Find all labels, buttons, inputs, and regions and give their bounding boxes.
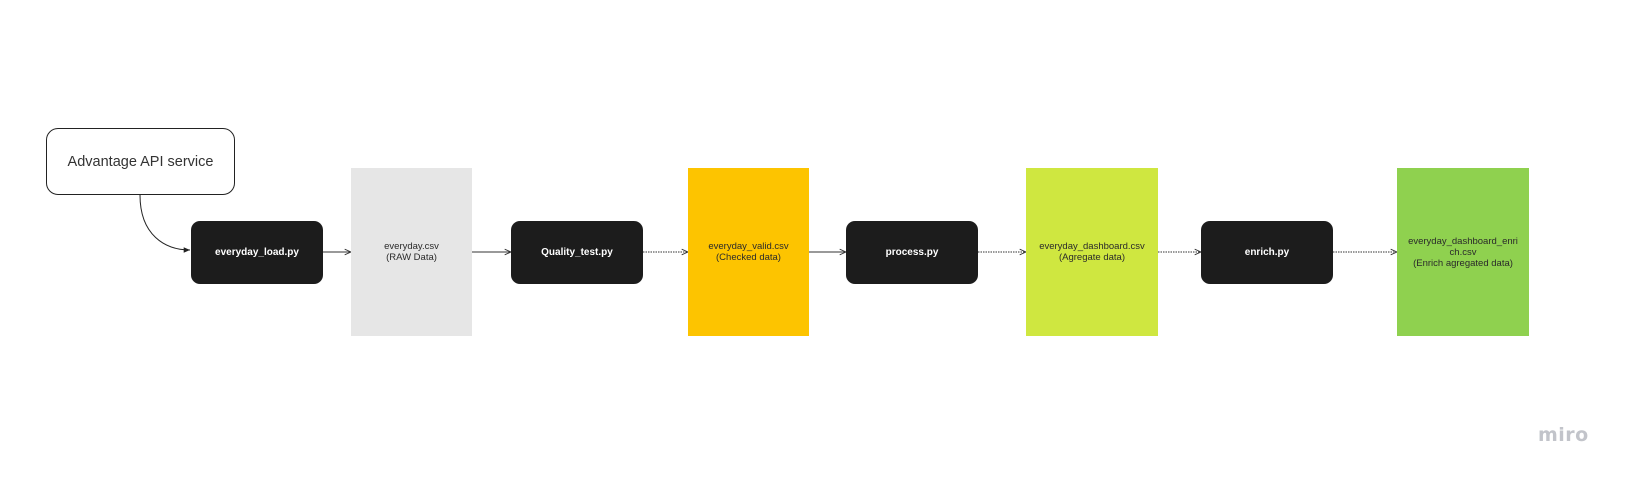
file-description: (RAW Data) [386, 252, 437, 263]
file-description: (Checked data) [716, 252, 781, 263]
file-name: everyday_valid.csv [708, 241, 789, 252]
script-node-enrich[interactable]: enrich.py [1201, 221, 1333, 284]
file-node-raw[interactable]: everyday.csv (RAW Data) [351, 168, 472, 336]
api-service-label: Advantage API service [67, 153, 214, 170]
file-name: everyday_dashboard.csv [1039, 241, 1145, 252]
script-node-everyday-load[interactable]: everyday_load.py [191, 221, 323, 284]
script-label: everyday_load.py [215, 247, 299, 258]
file-description: (Enrich agregated data) [1413, 257, 1513, 269]
connector-api-to-load [139, 194, 191, 253]
file-description: (Agregate data) [1058, 252, 1125, 263]
script-node-process[interactable]: process.py [846, 221, 978, 284]
script-label: process.py [885, 247, 939, 258]
script-label: Quality_test.py [541, 247, 613, 258]
file-node-valid[interactable]: everyday_valid.csv (Checked data) [688, 168, 809, 336]
file-node-enriched[interactable]: everyday_dashboard_enri ch.csv (Enrich a… [1397, 168, 1529, 336]
file-node-dashboard[interactable]: everyday_dashboard.csv (Agregate data) [1026, 168, 1158, 336]
api-service-node[interactable]: Advantage API service [46, 128, 235, 195]
file-name-continued: ch.csv [1449, 246, 1477, 258]
miro-watermark: miro [1538, 424, 1589, 446]
script-node-quality-test[interactable]: Quality_test.py [511, 221, 643, 284]
script-label: enrich.py [1244, 247, 1290, 258]
file-name: everyday_dashboard_enri [1408, 235, 1518, 247]
file-name: everyday.csv [384, 241, 439, 252]
